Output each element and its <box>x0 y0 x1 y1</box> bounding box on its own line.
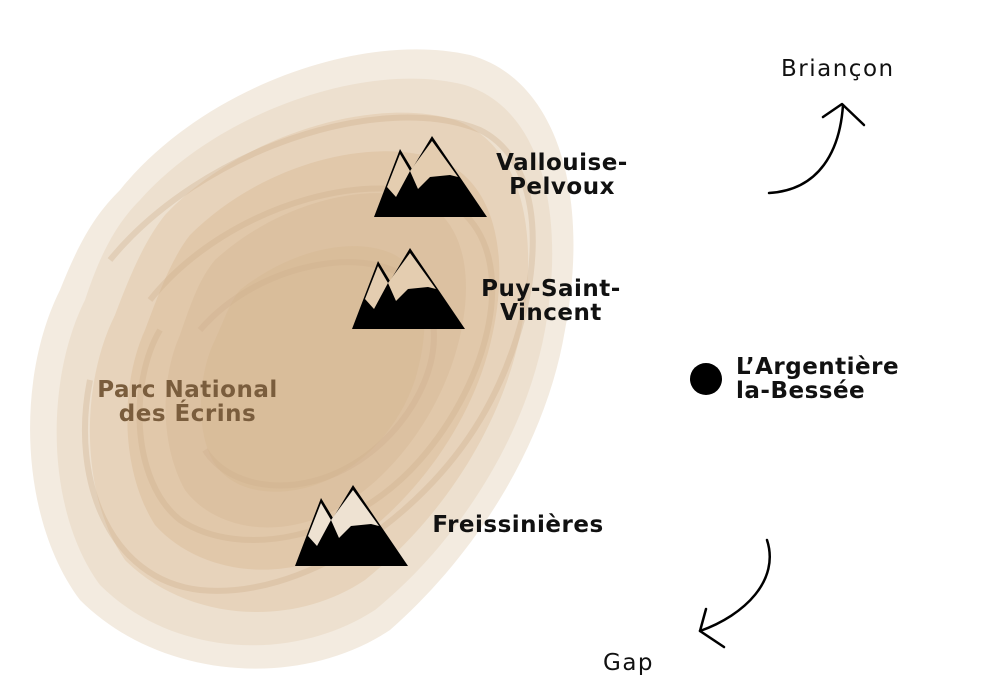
station-label-line1: Freissinières <box>432 512 604 538</box>
town-label-line1: L’Argentière <box>736 354 900 380</box>
direction-label-gap: Gap <box>603 650 655 676</box>
mountain-icon <box>352 248 465 329</box>
station-label-vallouise: Vallouise- Pelvoux <box>482 151 642 199</box>
park-label-line2: des Écrins <box>118 401 257 427</box>
station-label-line1: Vallouise- <box>496 150 628 176</box>
mountain-icon <box>295 485 408 566</box>
station-label-line2: Pelvoux <box>509 174 615 200</box>
town-label: L’Argentière la-Bessée <box>736 355 956 403</box>
park-label: Parc National des Écrins <box>70 378 305 426</box>
station-label-line1: Puy-Saint- <box>481 276 621 302</box>
station-label-puy-saint-vincent: Puy-Saint- Vincent <box>466 277 636 325</box>
station-label-freissinieres: Freissinières <box>418 513 618 537</box>
station-label-line2: Vincent <box>500 300 602 326</box>
dot-icon <box>690 363 722 395</box>
mountain-icon <box>374 136 487 217</box>
direction-label-briancon: Briançon <box>781 56 895 82</box>
town-label-line2: la-Bessée <box>736 378 866 404</box>
park-label-line1: Parc National <box>97 377 278 403</box>
